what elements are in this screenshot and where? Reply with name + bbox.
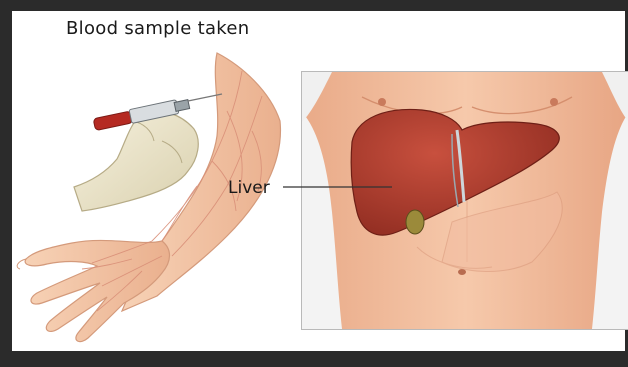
liver-label: Liver <box>228 178 270 198</box>
liver-leader-line <box>12 11 625 351</box>
illustration-canvas: Blood sample taken <box>12 11 625 351</box>
